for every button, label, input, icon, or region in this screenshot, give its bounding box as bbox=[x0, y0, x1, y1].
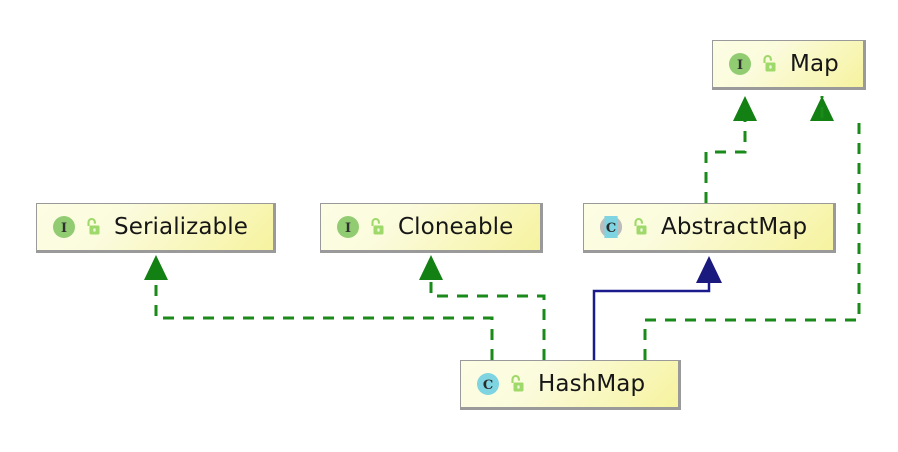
edge-hashmap-extends-abstractmap bbox=[592, 256, 722, 360]
interface-marker-icon: I bbox=[335, 214, 361, 240]
class-node-hashmap[interactable]: C HashMap bbox=[460, 360, 681, 410]
class-node-abstractmap[interactable]: C AbstractMap bbox=[583, 203, 836, 253]
svg-text:I: I bbox=[737, 58, 743, 73]
svg-text:I: I bbox=[61, 221, 67, 236]
open-padlock-icon bbox=[760, 54, 778, 74]
open-padlock-icon bbox=[631, 217, 649, 237]
class-node-cloneable[interactable]: I Cloneable bbox=[320, 203, 543, 253]
edge-hashmap-implements-map bbox=[643, 96, 861, 360]
class-node-label: Cloneable bbox=[398, 213, 514, 240]
open-padlock-icon bbox=[368, 217, 386, 237]
open-padlock-icon bbox=[508, 374, 526, 394]
open-padlock-icon bbox=[84, 217, 102, 237]
interface-marker-icon: I bbox=[727, 51, 753, 77]
class-node-label: Serializable bbox=[114, 213, 248, 240]
class-node-label: HashMap bbox=[538, 370, 646, 397]
class-node-map[interactable]: I Map bbox=[712, 40, 866, 90]
abstract-class-marker-icon: C bbox=[598, 214, 624, 240]
svg-text:C: C bbox=[606, 221, 616, 236]
edge-hashmap-implements-cloneable bbox=[419, 255, 546, 360]
svg-text:C: C bbox=[483, 378, 493, 393]
svg-text:I: I bbox=[345, 221, 351, 236]
interface-marker-icon: I bbox=[51, 214, 77, 240]
edge-hashmap-implements-serializable bbox=[144, 255, 494, 360]
edge-abstractmap-implements-map bbox=[704, 96, 757, 203]
class-node-serializable[interactable]: I Serializable bbox=[36, 203, 276, 253]
class-node-label: Map bbox=[790, 50, 839, 77]
class-node-label: AbstractMap bbox=[661, 213, 808, 240]
class-marker-icon: C bbox=[475, 371, 501, 397]
